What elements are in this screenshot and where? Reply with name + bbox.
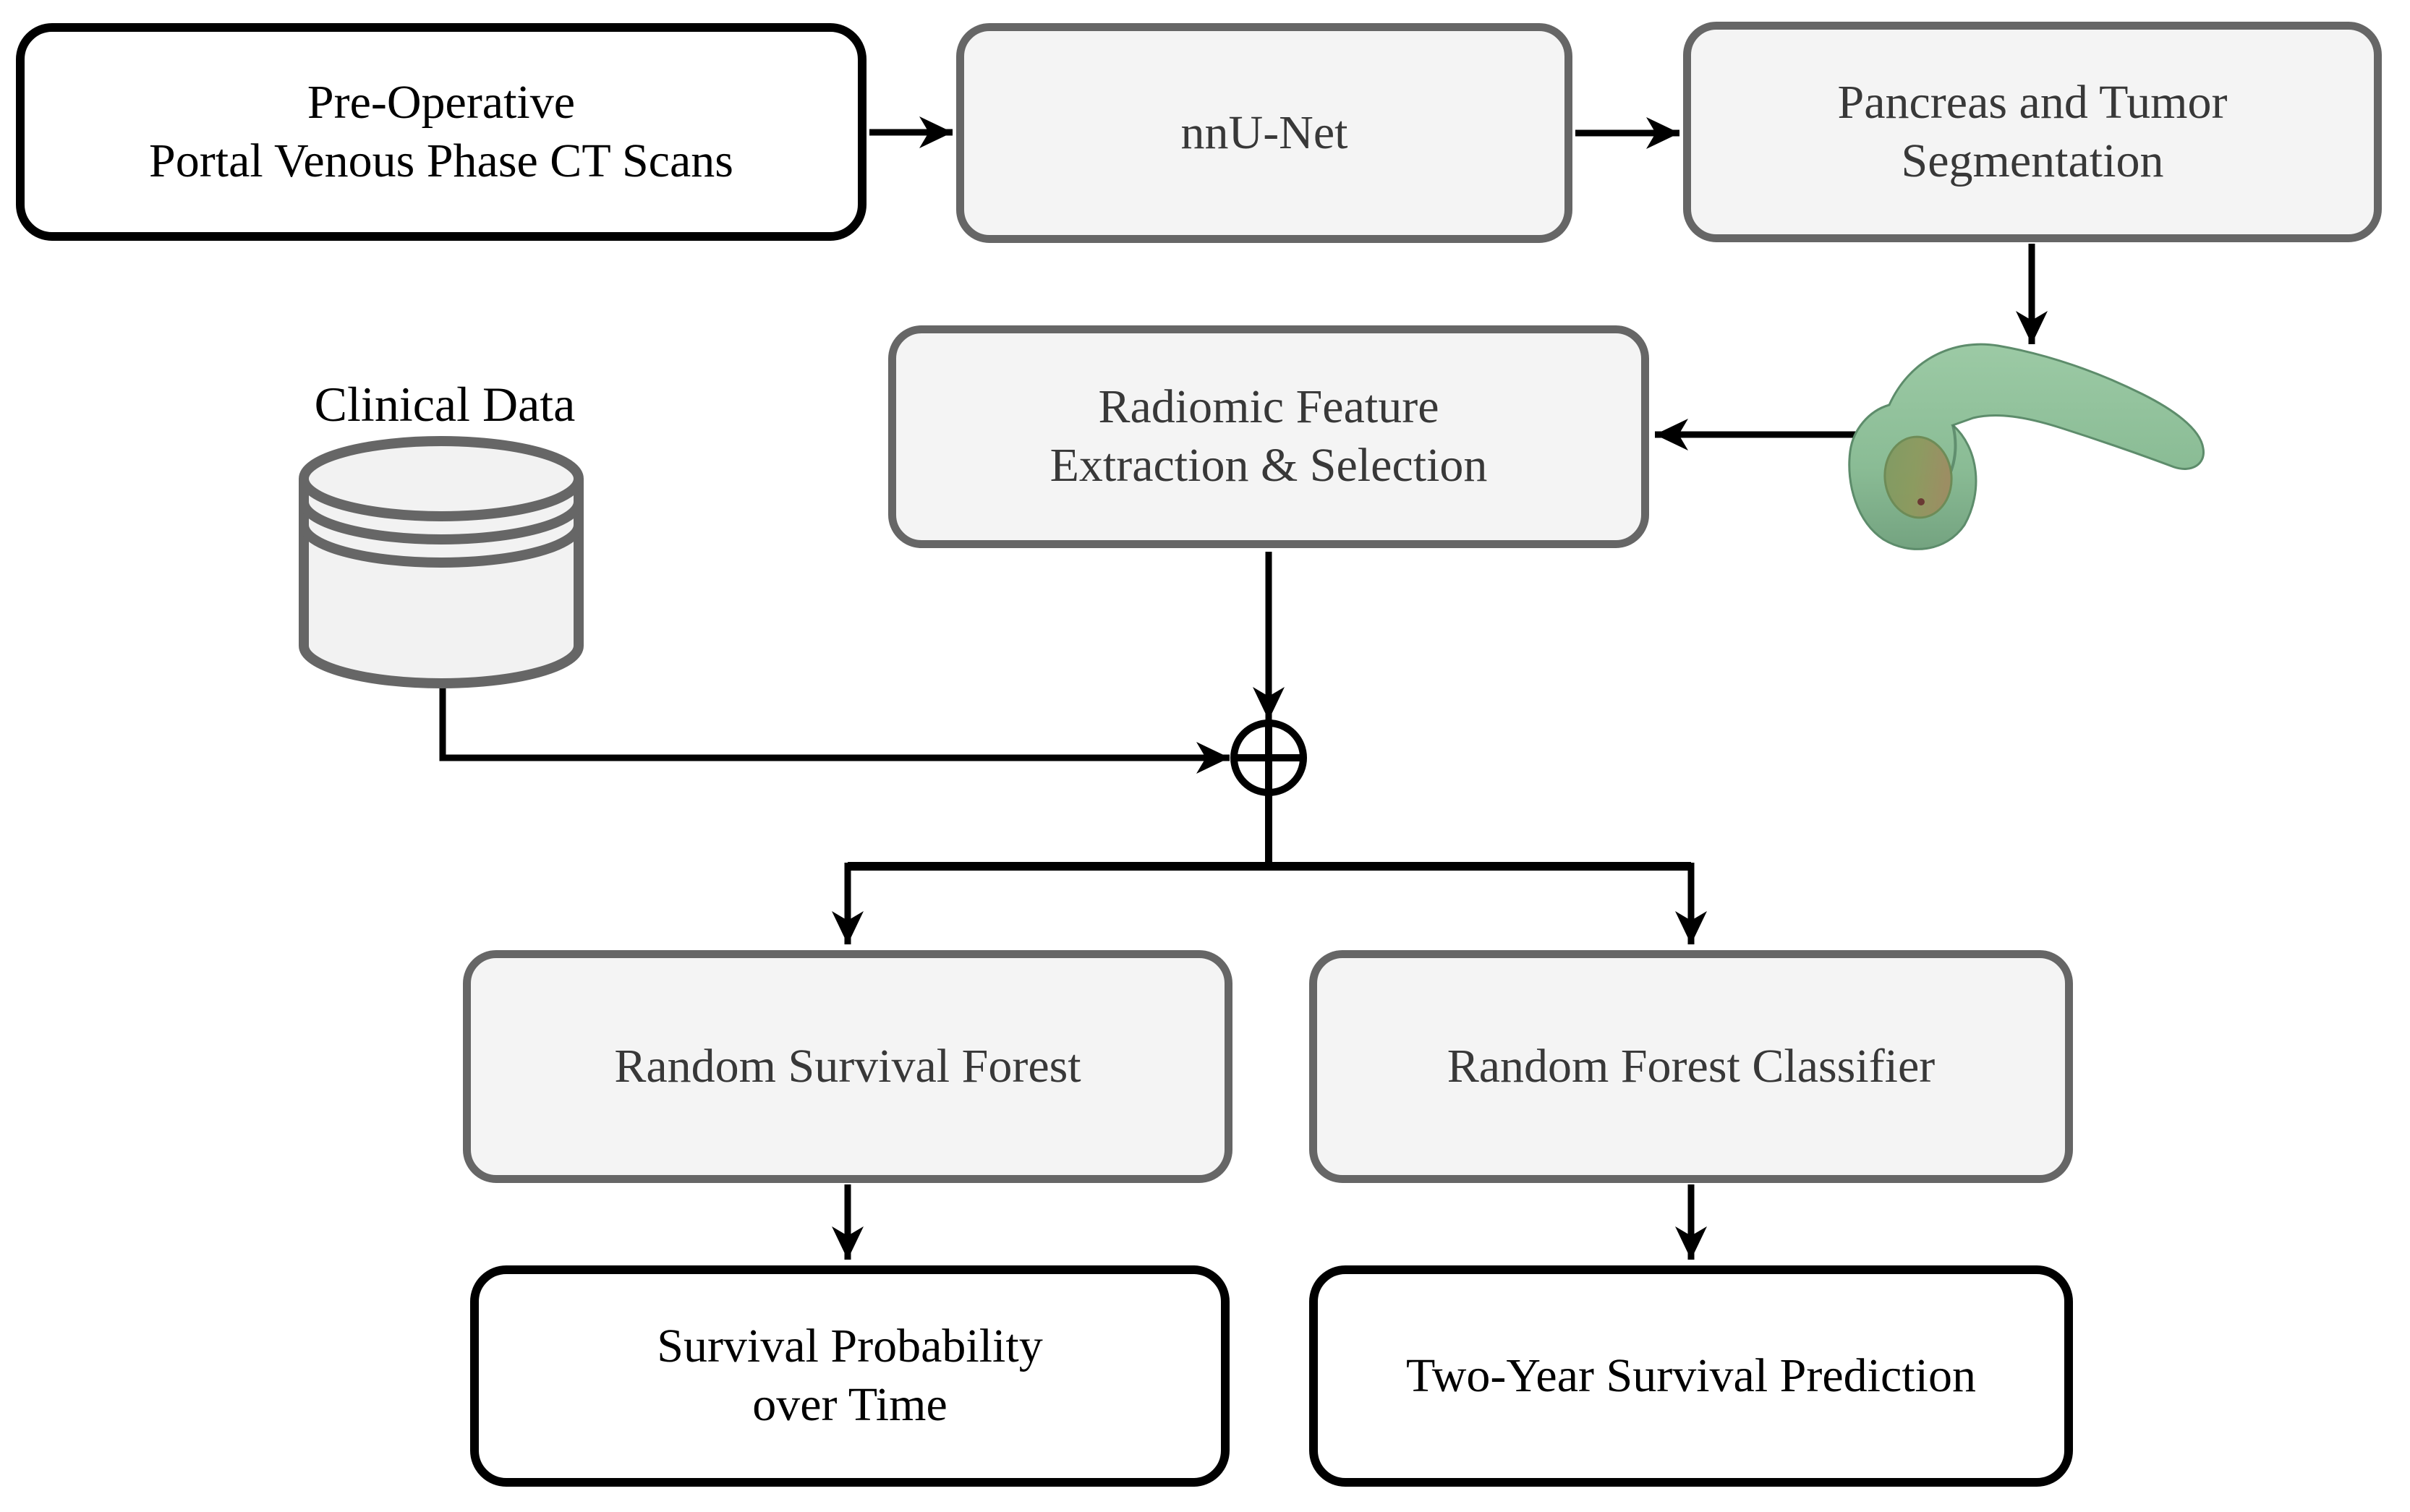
tumor-region <box>1883 435 1953 519</box>
clinical-data-label: Clinical Data <box>314 377 576 432</box>
node-segmentation-label: Pancreas and Tumor Segmentation <box>1837 75 2228 187</box>
node-nnunet: nnU-Net <box>956 23 1572 243</box>
node-rsf-label: Random Survival Forest <box>614 1039 1081 1093</box>
node-nnunet-label: nnU-Net <box>1180 106 1348 159</box>
database-cylinder-icon <box>299 436 584 688</box>
node-rfc-label: Random Forest Classifier <box>1447 1039 1936 1093</box>
node-two-year-prediction: Two-Year Survival Prediction <box>1309 1265 2073 1487</box>
node-rfc: Random Forest Classifier <box>1309 950 2073 1183</box>
node-radiomic: Radiomic Feature Extraction & Selection <box>888 325 1649 548</box>
node-ct-scans-label: Pre-Operative Portal Venous Phase CT Sca… <box>149 75 733 187</box>
node-survival-probability: Survival Probability over Time <box>470 1265 1230 1487</box>
node-segmentation: Pancreas and Tumor Segmentation <box>1683 22 2382 242</box>
node-rsf: Random Survival Forest <box>463 950 1232 1183</box>
node-two-year-prediction-label: Two-Year Survival Prediction <box>1406 1349 1976 1402</box>
node-survival-probability-label: Survival Probability over Time <box>657 1320 1043 1431</box>
node-radiomic-label: Radiomic Feature Extraction & Selection <box>1049 380 1488 492</box>
arrow-clinical-to-merge <box>439 683 1230 774</box>
node-ct-scans: Pre-Operative Portal Venous Phase CT Sca… <box>16 23 867 241</box>
tumor-marker-dot <box>1917 498 1925 505</box>
pancreas-tumor-3d-model <box>1848 343 2205 550</box>
